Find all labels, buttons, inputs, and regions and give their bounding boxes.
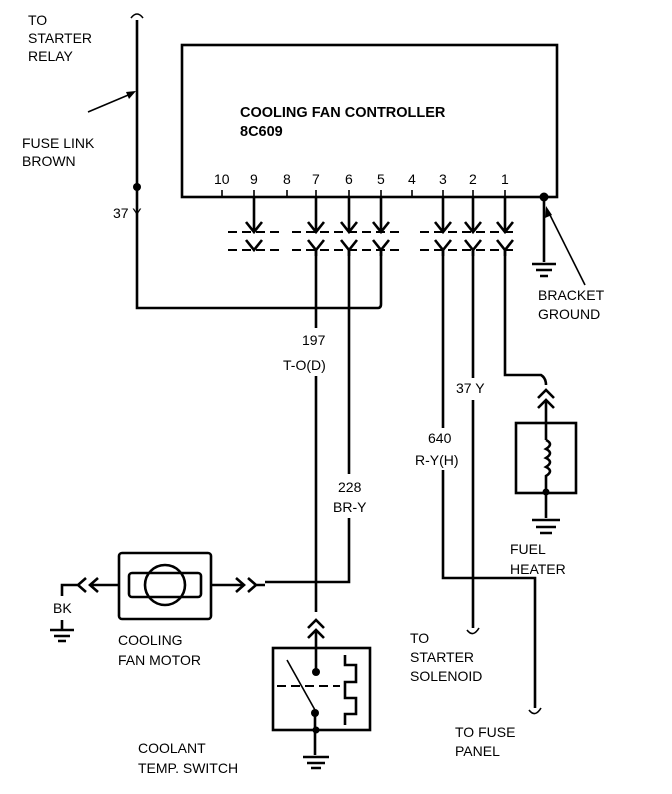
connector-pin — [463, 197, 483, 256]
starter-solenoid-label: TO — [410, 630, 429, 646]
bracket-ground — [532, 192, 586, 286]
connector-pin — [433, 197, 453, 256]
fuse-panel-label: PANEL — [455, 743, 500, 759]
wire-37y-starter-relay — [130, 13, 383, 310]
fuel-heater — [503, 250, 578, 535]
wire-label-228: 228 — [338, 479, 362, 495]
wire-label-228: BR-Y — [333, 499, 367, 515]
connector-pin — [371, 197, 391, 256]
pin-label: 9 — [250, 171, 258, 187]
bracket-ground-label: GROUND — [538, 306, 600, 322]
pin-label: 4 — [408, 171, 416, 187]
wire-label-640: 640 — [428, 430, 452, 446]
starter-relay-label: TO — [28, 12, 47, 28]
wire-label-197: T-O(D) — [283, 357, 326, 373]
wire-label-37y: 37 Y — [113, 205, 142, 221]
cooling-fan-motor — [50, 551, 265, 643]
starter-solenoid-label: SOLENOID — [410, 668, 482, 684]
pin-label: 8 — [283, 171, 291, 187]
connector-pin — [339, 197, 359, 256]
wire-label-37y: 37 Y — [456, 380, 485, 396]
pin-label: 5 — [377, 171, 385, 187]
wire-37y-starter-solenoid — [466, 250, 480, 635]
fuse-panel-label: TO FUSE — [455, 724, 515, 740]
pin-label: 6 — [345, 171, 353, 187]
connector-block — [228, 197, 515, 256]
wire-228 — [265, 250, 351, 584]
coolant-temp-switch — [271, 618, 372, 770]
fan-motor-label: COOLING — [118, 632, 183, 648]
connector-pin — [495, 197, 515, 256]
pin-label: 2 — [469, 171, 477, 187]
temp-switch-label: COOLANT — [138, 740, 206, 756]
starter-solenoid-label: STARTER — [410, 649, 474, 665]
starter-relay-label: STARTER — [28, 30, 92, 46]
starter-relay-label: RELAY — [28, 48, 74, 64]
fuse-link-label: FUSE LINK — [22, 135, 95, 151]
wire-label-640: R-Y(H) — [415, 452, 459, 468]
pin-label: 1 — [501, 171, 509, 187]
fuse-link-pointer — [87, 91, 136, 113]
fuel-heater-label: FUEL — [510, 541, 546, 557]
wire-label-197: 197 — [302, 332, 326, 348]
wire-label-bk: BK — [53, 600, 72, 616]
temp-switch-label: TEMP. SWITCH — [138, 760, 238, 776]
fuse-link-label: BROWN — [22, 153, 76, 169]
fuel-heater-label: HEATER — [510, 561, 566, 577]
connector-pin — [306, 197, 326, 256]
pin-label: 10 — [214, 171, 230, 187]
cooling-fan-controller: COOLING FAN CONTROLLER 8C609 10 9 8 7 6 5 4 3 2 1 — [180, 43, 559, 199]
wire-640 — [441, 250, 542, 715]
fan-motor-label: FAN MOTOR — [118, 652, 201, 668]
bracket-ground-label: BRACKET — [538, 287, 605, 303]
connector-pin — [244, 197, 264, 253]
pin-label: 3 — [439, 171, 447, 187]
controller-title: COOLING FAN CONTROLLER — [240, 105, 446, 121]
controller-part: 8C609 — [240, 124, 283, 140]
pin-label: 7 — [312, 171, 320, 187]
